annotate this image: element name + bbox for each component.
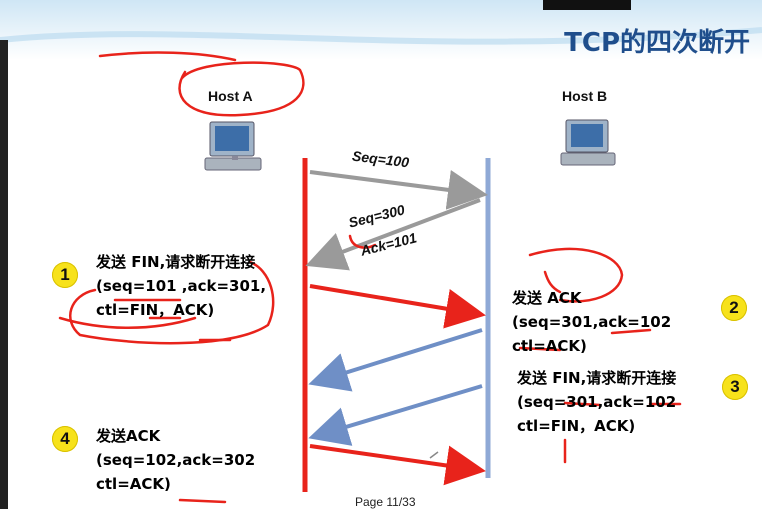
- step-2-line-3: ctl=ACK): [512, 337, 587, 355]
- arrow-step4-ack: [309, 444, 486, 486]
- host-b-label: Host B: [562, 88, 608, 104]
- arrow-step1-fin: [309, 284, 486, 329]
- arrow-step3-fin: [308, 384, 483, 446]
- step-1-line-3: ctl=FIN，ACK): [96, 301, 215, 319]
- step-3-line-3: ctl=FIN，ACK): [517, 417, 636, 435]
- header-band: [0, 0, 762, 60]
- step-4-line-2: (seq=102,ack=302: [96, 451, 256, 469]
- step-2-text: 发送 ACK (seq=301,ack=102 ctl=ACK): [512, 286, 671, 358]
- host-a-label: Host A: [208, 88, 253, 104]
- step-3-badge: 3: [722, 374, 748, 400]
- step-1-text: 发送 FIN,请求断开连接 (seq=101 ,ack=301, ctl=FIN…: [96, 250, 266, 322]
- arrow-seq-100: [309, 170, 488, 210]
- step-4-badge: 4: [52, 426, 78, 452]
- step-2-line-1: 发送 ACK: [512, 289, 582, 307]
- step-3-line-1: 发送 FIN,请求断开连接: [517, 369, 677, 387]
- step-1-line-1: 发送 FIN,请求断开连接: [96, 253, 256, 271]
- arrow-step2-ack: [308, 328, 483, 392]
- arrow-seq-300: [305, 198, 481, 271]
- top-bar: [543, 0, 631, 10]
- step-3-text: 发送 FIN,请求断开连接 (seq=301,ack=102 ctl=FIN，A…: [517, 366, 676, 438]
- handwritten-annotations: [58, 51, 682, 504]
- host-a-computer-icon: [204, 121, 262, 171]
- left-edge: [0, 40, 8, 509]
- step-4-line-3: ctl=ACK): [96, 475, 171, 493]
- step-1-badge: 1: [52, 262, 78, 288]
- step-1-line-2: (seq=101 ,ack=301,: [96, 277, 267, 295]
- step-2-badge: 2: [721, 295, 747, 321]
- step-4-text: 发送ACK (seq=102,ack=302 ctl=ACK): [96, 424, 255, 496]
- host-b-computer-icon: [560, 119, 616, 166]
- step-2-line-2: (seq=301,ack=102: [512, 313, 672, 331]
- step-4-line-1: 发送ACK: [96, 427, 161, 445]
- step-3-line-2: (seq=301,ack=102: [517, 393, 677, 411]
- page-footer: Page 11/33: [355, 495, 416, 509]
- page-title: TCP的四次断开: [564, 28, 750, 58]
